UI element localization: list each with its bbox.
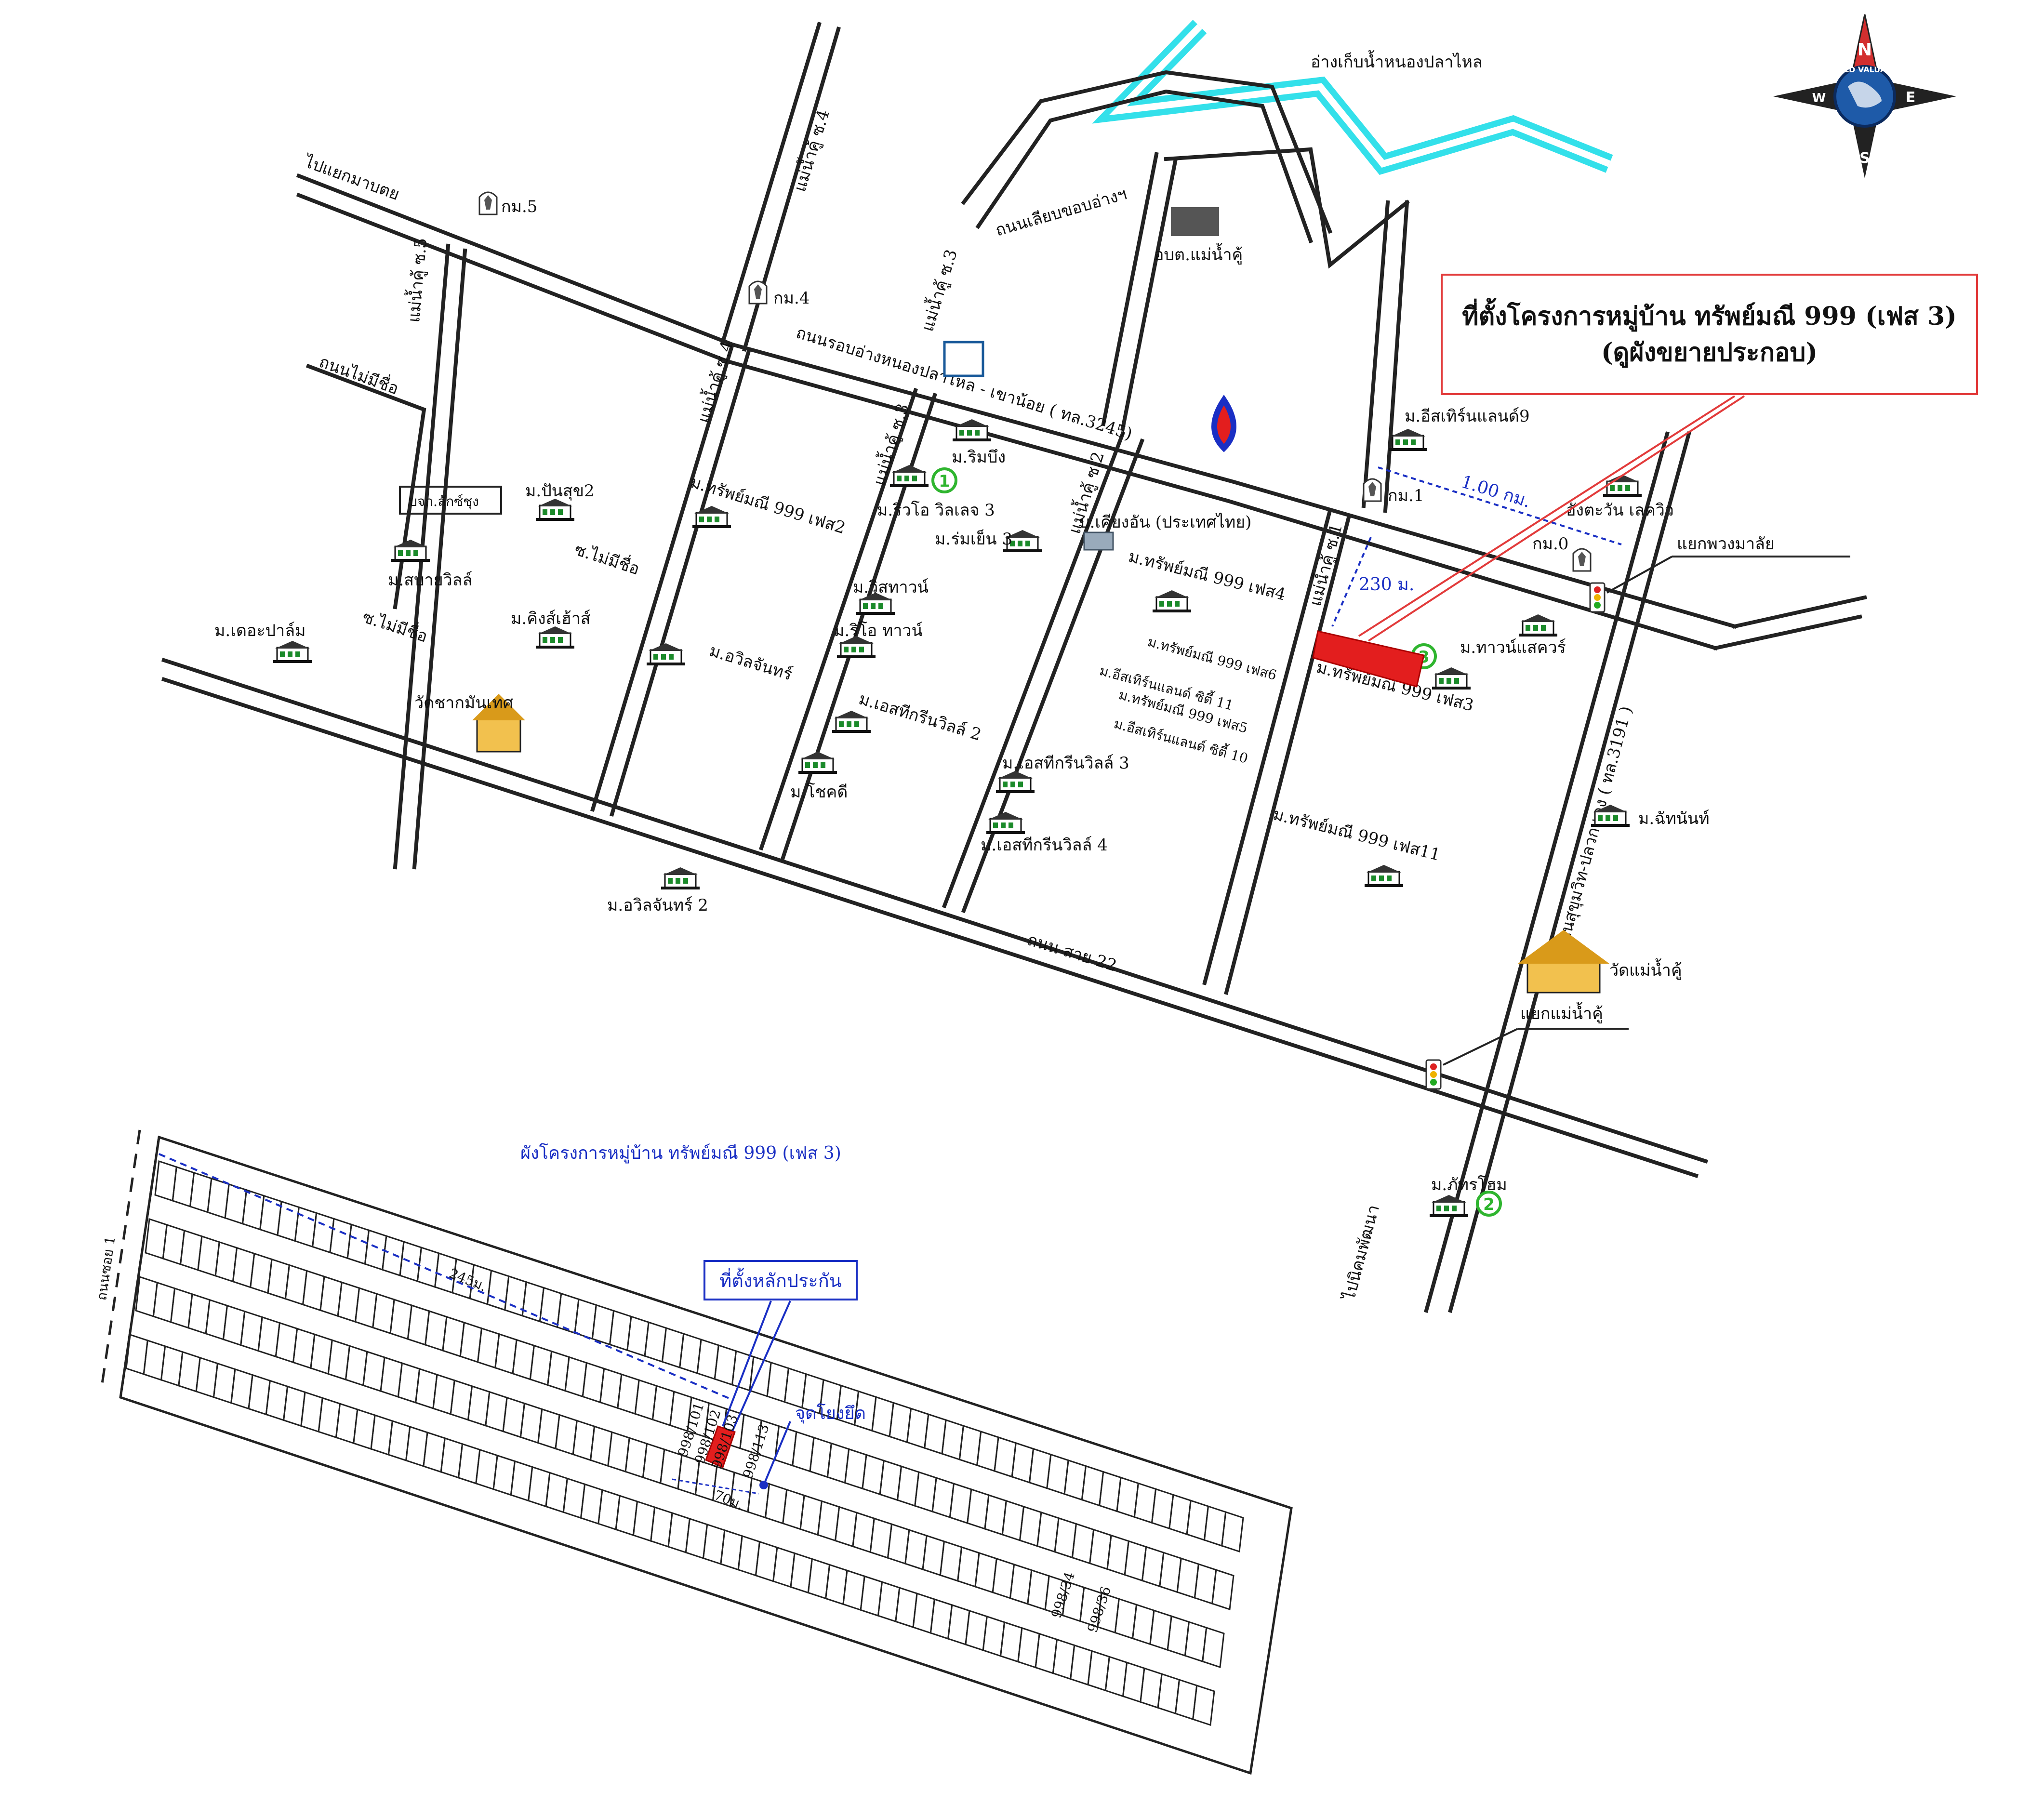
distance-230m: 230 ม. <box>1359 575 1414 595</box>
plan-title: ผังโครงการหมู่บ้าน ทรัพย์มณี 999 (เฟส 3) <box>520 1143 841 1164</box>
wat-chak-icon <box>472 694 525 753</box>
traffic-lights: แยกพวงมาลัย แยกแม่น้ำคู้ <box>1425 534 1850 1090</box>
label-maiphai-road: ถนนไม่มีชื่อ <box>317 350 402 398</box>
village-wisatawan: ม.วิสทาวน์ <box>853 578 929 597</box>
label-sai22: ถนน สาย 22 <box>1025 930 1119 975</box>
village-kings: ม.คิงส์เฮ้าส์ <box>511 609 591 628</box>
plot-cell <box>1221 1511 1244 1553</box>
village-awil: ม.อวิลจันทร์ <box>707 641 794 684</box>
marker-1: 1 <box>939 472 950 491</box>
km-posts: กม.5 กม.4 กม.1 กม.0 <box>478 191 1592 572</box>
village-phatra: ม.ภัทรโฮม <box>1431 1175 1507 1194</box>
plan-anchor: จุดโยงยึด <box>795 1403 866 1424</box>
kiang-an-label: บ.เคียงอัน (ประเทศไทย) <box>1079 513 1251 532</box>
compass-w: W <box>1812 91 1826 106</box>
label-sukhumvit: ถนนสุขุมวิท-ปลวกแดง ( ทล.3191 ) <box>1552 704 1636 955</box>
compass-ring: WORLD VALUATION <box>1823 65 1906 74</box>
distance-1km: 1.00 กม. <box>1459 472 1533 512</box>
station-drop-icon <box>1211 395 1236 452</box>
label-soi-maimichue1: ซ.ไม่มีชื่อ <box>572 538 642 579</box>
marker-2: 2 <box>1483 1195 1495 1214</box>
village-townsquare: ม.ทาวน์แสควร์ <box>1460 638 1566 657</box>
compass-rose: N S E W WORLD VALUATION <box>1773 14 1956 178</box>
obt-label: อบต.แม่น้ำคู้ <box>1154 243 1243 265</box>
bokor-label: บจก.ลักซ์ชุง <box>409 493 479 510</box>
km4-label: กม.4 <box>773 289 810 308</box>
landmarks: อบต.แม่น้ำคู้ บ.เคียงอัน (ประเทศไทย) บจก… <box>399 207 1682 994</box>
yaek-mainamkhu-label: แยกแม่น้ำคู้ <box>1520 1002 1603 1023</box>
collateral-label: ที่ตั้งหลักประกัน <box>703 1260 858 1300</box>
village-angtawan: อังตะวัน เลควิว <box>1566 501 1674 520</box>
callout-title: ที่ตั้งโครงการหมู่บ้าน ทรัพย์มณี 999 (เฟ… <box>1462 301 1957 331</box>
plot-cell <box>1202 1627 1225 1669</box>
kiang-an-icon <box>1083 531 1114 551</box>
label-soi5: แม่น้ำคู้ ซ.5 <box>402 237 431 323</box>
village-sabai: ม.สบายวิลล์ <box>388 570 472 590</box>
village-chanan: ม.ฉัทนันท์ <box>1638 809 1710 828</box>
compass-e: E <box>1906 89 1916 106</box>
plot-cell <box>1211 1569 1234 1611</box>
village-rimbueng: ม.ริมบึง <box>952 448 1006 467</box>
village-sap6: ม.ทรัพย์มณี 999 เฟส6 <box>1146 634 1278 683</box>
wat-mainamkhu-icon <box>1518 930 1609 994</box>
village-riwotown: ม.ริโอ ทาวน์ <box>834 621 923 640</box>
village-sap999-2: ม.ทรัพย์มณี 999 เฟส2 <box>688 472 848 538</box>
village-estg4: ม.เอสทีกรีนวิลล์ 4 <box>981 836 1108 855</box>
label-reservoir: อ่างเก็บน้ำหนองปลาไหล <box>1311 50 1483 72</box>
km5-label: กม.5 <box>501 197 537 216</box>
bokor-box <box>399 486 502 515</box>
compass-s: S <box>1859 150 1870 167</box>
wat-chak-label: วัดชากมันเทศ <box>414 693 514 713</box>
reservoir <box>1092 20 1613 175</box>
label-soi1: แม่น้ำคู้ ซ.1 <box>1303 521 1346 608</box>
plot-rows <box>125 1160 1244 1726</box>
village-riwo3: ม.ริวโอ วิลเลจ 3 <box>877 501 995 520</box>
label-to-nikhom: ไปนิคมพัฒนา <box>1339 1203 1383 1303</box>
obt-building <box>1171 207 1219 236</box>
plan-road-label: ถนนซอย 1 <box>93 1235 118 1301</box>
km0-label: กม.0 <box>1532 534 1568 554</box>
compass-n: N <box>1858 40 1872 60</box>
km1-label: กม.1 <box>1388 486 1424 505</box>
village-awil2: ม.อวิลจันทร์ 2 <box>607 896 708 915</box>
layout-plan: ผังโครงการหมู่บ้าน ทรัพย์มณี 999 (เฟส 3)… <box>93 1129 1293 1775</box>
project-site <box>1312 395 1745 688</box>
project-callout: ที่ตั้งโครงการหมู่บ้าน ทรัพย์มณี 999 (เฟ… <box>1441 274 1978 395</box>
callout-subtitle: (ดูผังขยายประกอบ) <box>1601 338 1818 367</box>
village-dapalm: ม.เดอะปาล์ม <box>214 621 306 640</box>
yaek-phuang-label: แยกพวงมาลัย <box>1677 534 1775 554</box>
label-reservoir-edge: ถนนเลียบขอบอ่างฯ <box>993 185 1129 240</box>
village-estg2: ม.เอสทีกรีนวิลล์ 2 <box>856 689 983 744</box>
label-soi-maimichue2: ซ.ไม่มีชื่อ <box>360 606 430 647</box>
village-chokdee: ม.โชคดี <box>790 783 848 802</box>
village-east9: ม.อีสเทิร์นแลนด์9 <box>1405 407 1530 426</box>
village-romyen3: ม.ร่มเย็น 3 <box>935 529 1012 549</box>
village-sap4: ม.ทรัพย์มณี 999 เฟส4 <box>1127 547 1288 605</box>
village-sap11: ม.ทรัพย์มณี 999 เฟส11 <box>1271 805 1442 865</box>
village-estg3: ม.เอสทีกรีนวิลล์ 3 <box>1002 754 1129 773</box>
plot-cell <box>1192 1685 1215 1726</box>
village-punsuk2: ม.ปันสุข2 <box>525 481 595 501</box>
label-soi3-top: แม่น้ำคู้ ซ.3 <box>916 246 961 333</box>
ptt-logo <box>943 341 984 377</box>
wat-mainamkhu-label: วัดแม่น้ำคู้ <box>1609 958 1682 980</box>
